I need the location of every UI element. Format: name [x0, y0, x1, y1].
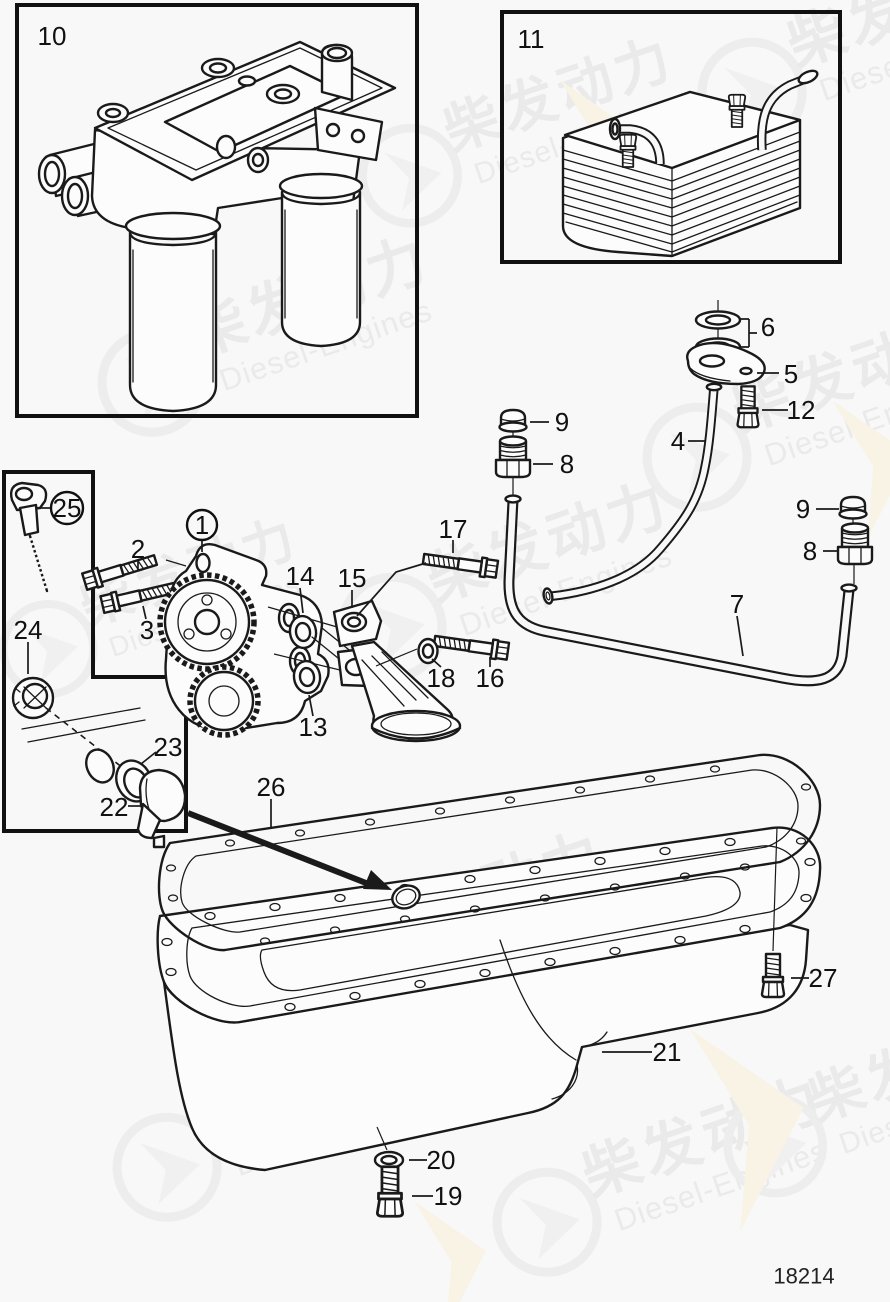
oil-pipe-assembly: [494, 300, 874, 687]
callout-9-left: 9: [555, 407, 569, 437]
callout-17: 17: [439, 514, 468, 544]
pointer-arrow-icon: [186, 810, 392, 890]
callout-15: 15: [338, 563, 367, 593]
callout-14: 14: [286, 561, 315, 591]
callout-20: 20: [427, 1145, 456, 1175]
callout-25: 25: [53, 493, 82, 523]
callout-8-left: 8: [560, 449, 574, 479]
callout-7: 7: [730, 589, 744, 619]
callout-8-right: 8: [803, 536, 817, 566]
callout-5: 5: [784, 359, 798, 389]
callout-10: 10: [38, 21, 67, 51]
oil-pan-assembly: [156, 753, 822, 1218]
callout-21: 21: [653, 1037, 682, 1067]
callout-1-circle: [185, 508, 219, 542]
callout-18: 18: [427, 663, 456, 693]
leader-lines: [27, 318, 839, 1197]
callout-16: 16: [476, 663, 505, 693]
callout-13: 13: [299, 712, 328, 742]
callout-labels: 10 11 6 5 12 4 9 8 9 8 7 25 2 3 1 24 23 …: [14, 21, 838, 1211]
callout-27: 27: [809, 963, 838, 993]
callout-3: 3: [140, 615, 154, 645]
callout-2: 2: [131, 534, 145, 564]
callout-24: 24: [14, 615, 43, 645]
inset-box-dipstick-plug: [2, 470, 188, 849]
callout-12: 12: [787, 395, 816, 425]
callout-1: 1: [195, 510, 209, 540]
callout-9-right: 9: [796, 494, 810, 524]
inset-box-oil-filter-housing: [15, 3, 419, 418]
callout-11: 11: [518, 24, 545, 54]
oil-pump-assembly: [80, 542, 511, 743]
callout-6: 6: [761, 312, 775, 342]
callout-4: 4: [671, 426, 685, 456]
callout-25-circle: [49, 490, 85, 526]
drawing-number: 18214: [773, 1264, 834, 1289]
callout-26: 26: [257, 772, 286, 802]
inset-box-oil-cooler: [500, 10, 842, 264]
callout-23: 23: [154, 732, 183, 762]
callout-19: 19: [434, 1181, 463, 1211]
callout-22: 22: [100, 792, 129, 822]
